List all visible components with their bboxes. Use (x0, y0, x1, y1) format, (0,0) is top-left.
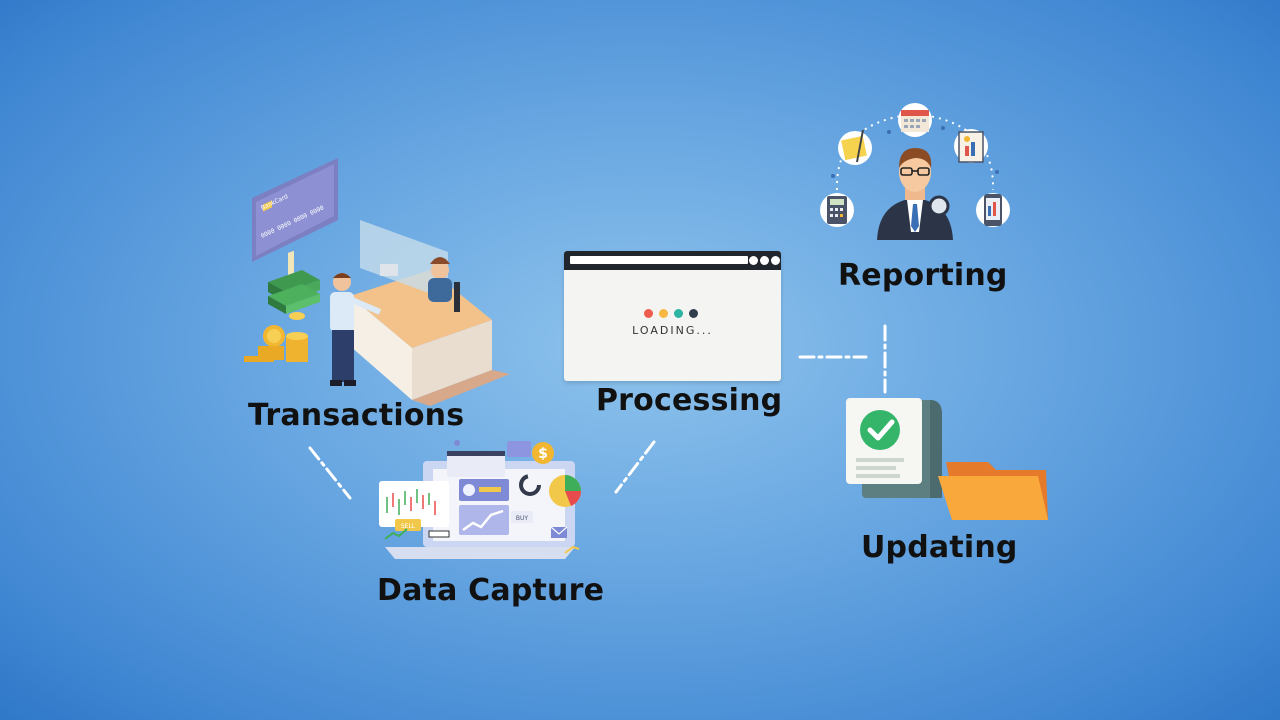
close-icon (771, 256, 780, 265)
node-label-data-capture: Data Capture (377, 573, 605, 608)
calendar-icon (898, 103, 932, 137)
browser-title-bar (564, 251, 781, 270)
loading-dot-3 (674, 309, 683, 318)
money-stack-icon (268, 250, 320, 314)
loading-browser-window: LOADING... (564, 251, 781, 381)
folder-icon (938, 462, 1048, 520)
reporting-illustration (820, 103, 1010, 240)
bank-card-icon: BankCard 0000 0000 0000 0000 (252, 158, 338, 262)
transactions-illustration: BankCard 0000 0000 0000 0000 (244, 158, 510, 406)
businessman-icon (877, 148, 953, 240)
loading-text: LOADING... (632, 324, 713, 337)
updating-illustration (846, 398, 1048, 520)
node-label-updating: Updating (861, 530, 1018, 565)
connector-datacapture-processing (614, 440, 656, 494)
small-chart-bits (831, 126, 999, 178)
loading-dot-2 (659, 309, 668, 318)
loading-dot-4 (689, 309, 698, 318)
node-label-reporting: Reporting (838, 258, 1008, 293)
node-label-processing: Processing (596, 383, 783, 418)
mobile-report-icon (976, 193, 1010, 227)
document-icon (846, 398, 942, 498)
minimize-icon (749, 256, 758, 265)
customer-icon (330, 273, 382, 386)
coins-icon (244, 312, 308, 362)
svg-text:$: $ (538, 446, 548, 462)
svg-text:SELL: SELL (401, 523, 416, 530)
data-capture-illustration: BUY SELL $ (379, 440, 582, 559)
clipboard-report-icon (954, 129, 988, 163)
maximize-icon (760, 256, 769, 265)
svg-text:BUY: BUY (516, 515, 529, 522)
node-label-transactions: Transactions (248, 398, 465, 433)
notes-icon (838, 129, 872, 165)
address-bar (570, 256, 748, 264)
connector-transactions-datacapture (308, 446, 352, 500)
bank-counter-icon (350, 220, 510, 406)
loading-dot-1 (644, 309, 653, 318)
calculator-icon (820, 193, 854, 227)
